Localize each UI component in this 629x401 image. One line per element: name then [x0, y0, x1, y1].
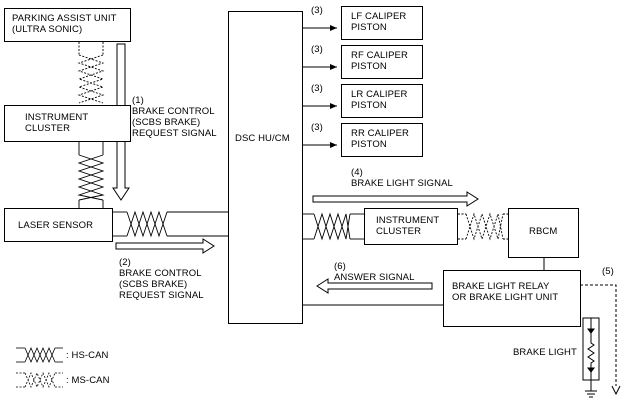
- signal-4-label: (4) BRAKE LIGHT SIGNAL: [351, 167, 453, 189]
- signal-4-num: (4): [351, 167, 363, 178]
- rf-caliper-line-1: RF CALIPER: [351, 50, 408, 61]
- dsc-hu-cm: DSC HU/CM: [228, 11, 303, 324]
- cluster-right-line-1: INSTRUMENT: [376, 215, 440, 226]
- signal-5-num: (5): [602, 266, 614, 277]
- caliper-signal-num-lr: (3): [311, 83, 323, 94]
- relay-line-1: BRAKE LIGHT RELAY: [452, 281, 550, 292]
- caliper-signal-num-rf: (3): [311, 44, 323, 55]
- signal-path-5-arrowhead: [611, 385, 621, 396]
- cluster-right-line-2: CLUSTER: [376, 226, 422, 237]
- signal-6-label: (6) ANSWER SIGNAL: [334, 261, 414, 283]
- lf-caliper-line-1: LF CALIPER: [351, 11, 407, 22]
- rr-caliper-line-1: RR CALIPER: [351, 128, 410, 139]
- ms-can-link-parking-cluster: [77, 42, 105, 104]
- instrument-cluster-left: INSTRUMENT CLUSTER: [4, 105, 131, 142]
- relay-line-2: OR BRAKE LIGHT UNIT: [452, 292, 559, 303]
- caliper-signal-num-rr: (3): [311, 122, 323, 133]
- signal-1-label: (1) BRAKE CONTROL (SCBS BRAKE) REQUEST S…: [132, 95, 217, 139]
- laser-sensor: LASER SENSOR: [4, 208, 113, 242]
- signal-1-num: (1): [132, 95, 144, 106]
- lr-caliper-line-2: PISTON: [351, 100, 387, 111]
- rr-caliper-line-2: PISTON: [351, 139, 387, 150]
- lr-caliper-box: LR CALIPER PISTON: [341, 84, 423, 118]
- cluster-left-line-2: CLUSTER: [25, 123, 71, 134]
- rbcm-label: RBCM: [529, 226, 558, 237]
- cluster-left-line-1: INSTRUMENT: [25, 112, 89, 123]
- brake-light-lamp: [582, 317, 600, 398]
- signal-6-num: (6): [334, 261, 346, 272]
- rr-caliper-box: RR CALIPER PISTON: [341, 123, 423, 157]
- caliper-signal-num-lf: (3): [311, 5, 323, 16]
- legend-ms-can-label: : MS-CAN: [66, 375, 110, 386]
- hs-can-symbol: [16, 346, 63, 364]
- rf-caliper-line-2: PISTON: [351, 61, 387, 72]
- brake-light-label: BRAKE LIGHT: [513, 347, 577, 358]
- hs-can-link-cluster-laser: [77, 142, 105, 208]
- signal-1-line-3: REQUEST SIGNAL: [132, 128, 217, 139]
- signal-2-line-2: (SCBS BRAKE): [119, 279, 188, 290]
- signal-1-line-2: (SCBS BRAKE): [132, 117, 201, 128]
- parking-assist-line-2: (ULTRA SONIC): [12, 24, 83, 35]
- signal-arrow-2: [115, 238, 215, 254]
- signal-arrow-4: [312, 191, 479, 207]
- parking-assist-line-1: PARKING ASSIST UNIT: [12, 13, 117, 24]
- ms-can-symbol: [16, 371, 63, 389]
- lr-caliper-line-1: LR CALIPER: [351, 89, 408, 100]
- hs-can-link-dsc-cluster: [302, 212, 364, 241]
- lf-caliper-line-2: PISTON: [351, 22, 387, 33]
- signal-6-text: ANSWER SIGNAL: [334, 272, 415, 283]
- signal-2-line-1: BRAKE CONTROL: [119, 268, 202, 279]
- dsc-label: DSC HU/CM: [235, 133, 290, 144]
- brake-light-relay-box: BRAKE LIGHT RELAY OR BRAKE LIGHT UNIT: [443, 270, 581, 327]
- ms-can-link-cluster-rbcm: [458, 212, 508, 241]
- lf-caliper-box: LF CALIPER PISTON: [341, 6, 423, 40]
- signal-1-line-1: BRAKE CONTROL: [132, 106, 215, 117]
- legend-hs-can-label: : HS-CAN: [66, 350, 109, 361]
- hs-can-link-laser-dsc: [113, 210, 228, 238]
- signal-arrow-6: [316, 278, 433, 294]
- signal-2-num: (2): [119, 257, 131, 268]
- rbcm-box: RBCM: [508, 208, 579, 258]
- parking-assist-unit: PARKING ASSIST UNIT (ULTRA SONIC): [4, 8, 131, 42]
- signal-4-text: BRAKE LIGHT SIGNAL: [351, 178, 453, 189]
- instrument-cluster-right: INSTRUMENT CLUSTER: [364, 208, 458, 245]
- signal-2-label: (2) BRAKE CONTROL (SCBS BRAKE) REQUEST S…: [119, 257, 204, 301]
- caliper-connections: [302, 25, 337, 148]
- laser-sensor-label: LASER SENSOR: [18, 220, 94, 231]
- rf-caliper-box: RF CALIPER PISTON: [341, 45, 423, 79]
- signal-2-line-3: REQUEST SIGNAL: [119, 290, 204, 301]
